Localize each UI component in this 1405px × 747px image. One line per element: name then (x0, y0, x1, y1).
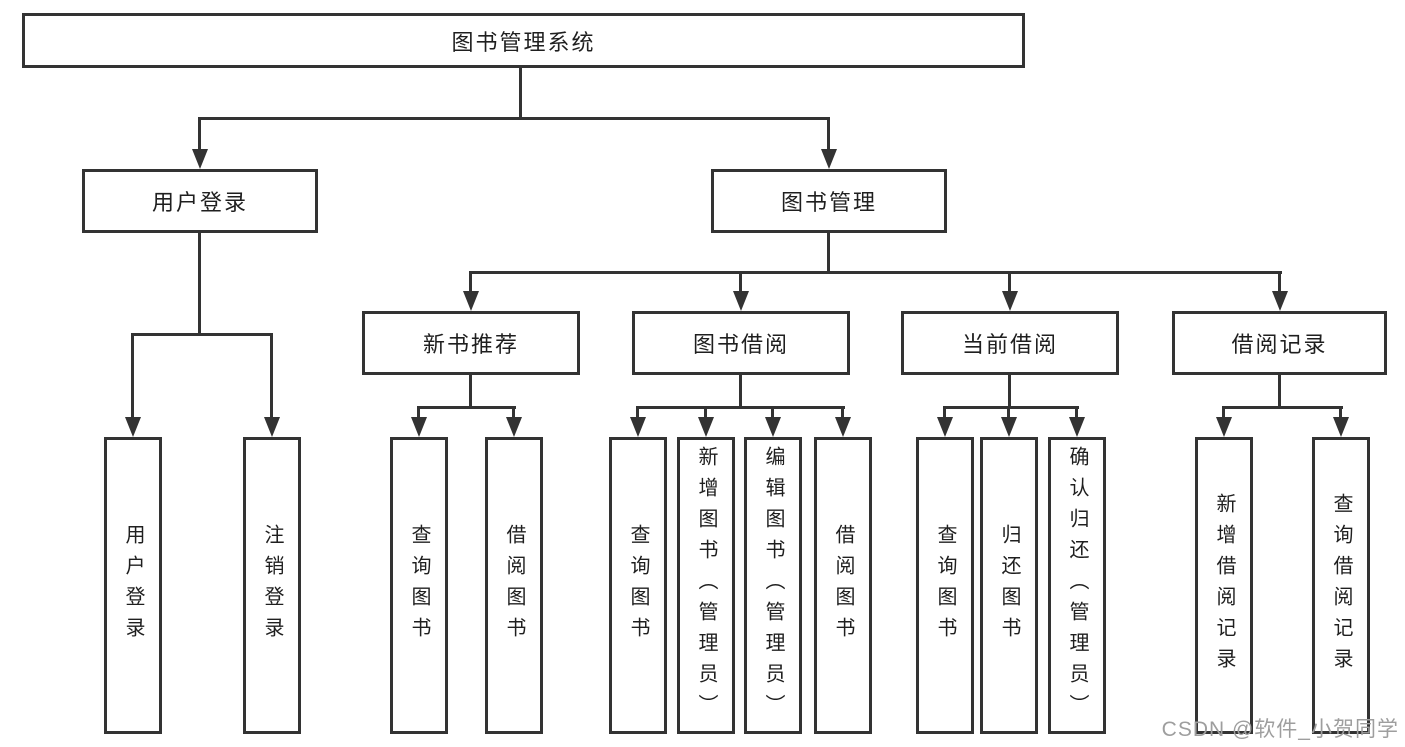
arrow-down-icon (765, 417, 781, 437)
arrow-down-icon (1333, 417, 1349, 437)
edge-bookmgmt-trunk (827, 233, 830, 274)
leaf-label: 归还图书 (998, 523, 1020, 648)
leaf-borrow-books: 借阅图书 (814, 437, 872, 734)
leaf-add-borrow-record: 新增借阅记录 (1195, 437, 1253, 734)
node-borrow-records: 借阅记录 (1172, 311, 1387, 375)
arrow-down-icon (698, 417, 714, 437)
edge-drop-leaf (1222, 406, 1225, 421)
arrow-down-icon (630, 417, 646, 437)
arrow-down-icon (835, 417, 851, 437)
leaf-label: 查询借阅记录 (1330, 492, 1352, 679)
arrow-down-icon (1001, 417, 1017, 437)
leaf-query-books-borrow: 查询图书 (609, 437, 667, 734)
edge-drop-level3 (739, 271, 742, 297)
leaf-label: 查询图书 (934, 523, 956, 648)
node-book-management: 图书管理 (711, 169, 947, 233)
edge-drop-leaf (131, 333, 134, 421)
edge-drop-leaf (512, 406, 515, 421)
leaf-label: 借阅图书 (503, 523, 525, 648)
edge-drop-leaf (636, 406, 639, 421)
node-book-borrow-label: 图书借阅 (692, 332, 789, 357)
edge-trunk-borrow (739, 375, 742, 408)
node-new-book-recommend: 新书推荐 (362, 311, 580, 375)
csdn-watermark: CSDN @软件_小贺同学 (1161, 718, 1399, 741)
node-borrow-records-label: 借阅记录 (1231, 332, 1328, 357)
edge-rail-borrow (636, 406, 845, 409)
leaf-edit-books-admin: 编辑图书（管理员） (744, 437, 802, 734)
node-user-login-label: 用户登录 (151, 190, 248, 215)
edge-rail-current (943, 406, 1079, 409)
node-book-borrow: 图书借阅 (632, 311, 850, 375)
leaf-label: 查询图书 (627, 523, 649, 648)
leaf-label: 用户登录 (122, 523, 144, 648)
node-current-borrow-label: 当前借阅 (961, 332, 1058, 357)
node-user-login: 用户登录 (82, 169, 318, 233)
leaf-confirm-return-admin: 确认归还（管理员） (1048, 437, 1106, 734)
leaf-label: 查询图书 (408, 523, 430, 648)
node-current-borrow: 当前借阅 (901, 311, 1119, 375)
arrow-down-icon (463, 291, 479, 311)
edge-drop-leaf (1075, 406, 1078, 421)
edge-drop-level3 (1278, 271, 1281, 297)
edge-drop-book-mgmt (827, 117, 830, 153)
leaf-user-login: 用户登录 (104, 437, 162, 734)
leaf-return-books: 归还图书 (980, 437, 1038, 734)
leaf-label: 编辑图书（管理员） (762, 446, 784, 725)
edge-drop-leaf (943, 406, 946, 421)
arrow-down-icon (1069, 417, 1085, 437)
arrow-down-icon (1216, 417, 1232, 437)
edge-trunk-current (1008, 375, 1011, 408)
node-new-book-recommend-label: 新书推荐 (422, 332, 519, 357)
edge-user-rail (131, 333, 273, 336)
edge-root-trunk (519, 68, 522, 119)
edge-rail-newbook (417, 406, 516, 409)
edge-drop-leaf (841, 406, 844, 421)
edge-drop-leaf (270, 333, 273, 421)
edge-drop-leaf (771, 406, 774, 421)
leaf-logout: 注销登录 (243, 437, 301, 734)
edge-drop-leaf (417, 406, 420, 421)
leaf-borrow-books-newbook: 借阅图书 (485, 437, 543, 734)
edge-drop-leaf (1339, 406, 1342, 421)
arrow-down-icon (937, 417, 953, 437)
arrow-down-icon (1272, 291, 1288, 311)
leaf-label: 注销登录 (261, 523, 283, 648)
edge-drop-level3 (1008, 271, 1011, 297)
edge-level2-rail (198, 117, 830, 120)
node-book-management-label: 图书管理 (780, 190, 877, 215)
edge-drop-user-login (198, 117, 201, 153)
leaf-label: 借阅图书 (832, 523, 854, 648)
leaf-label: 新增图书（管理员） (695, 446, 717, 725)
edge-drop-leaf (1007, 406, 1010, 421)
edge-rail-records (1222, 406, 1343, 409)
edge-level3-rail (469, 271, 1282, 274)
arrow-down-icon (411, 417, 427, 437)
node-root: 图书管理系统 (22, 13, 1025, 68)
arrow-down-icon (192, 149, 208, 169)
arrow-down-icon (125, 417, 141, 437)
leaf-label: 新增借阅记录 (1213, 492, 1235, 679)
arrow-down-icon (1002, 291, 1018, 311)
arrow-down-icon (264, 417, 280, 437)
arrow-down-icon (506, 417, 522, 437)
leaf-query-books-newbook: 查询图书 (390, 437, 448, 734)
leaf-label: 确认归还（管理员） (1066, 446, 1088, 725)
leaf-query-borrow-record: 查询借阅记录 (1312, 437, 1370, 734)
edge-drop-level3 (469, 271, 472, 297)
edge-trunk-newbook (469, 375, 472, 408)
leaf-add-books-admin: 新增图书（管理员） (677, 437, 735, 734)
edge-drop-leaf (704, 406, 707, 421)
node-root-label: 图书管理系统 (451, 29, 596, 55)
edge-user-trunk (198, 233, 201, 335)
arrow-down-icon (821, 149, 837, 169)
leaf-query-books-current: 查询图书 (916, 437, 974, 734)
arrow-down-icon (733, 291, 749, 311)
edge-trunk-records (1278, 375, 1281, 408)
